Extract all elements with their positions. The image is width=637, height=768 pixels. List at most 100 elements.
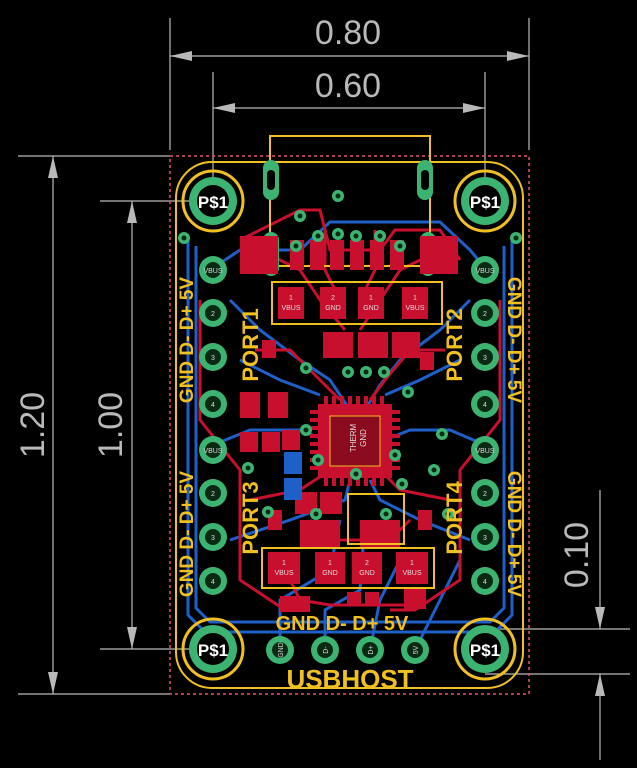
via xyxy=(310,508,322,520)
header-pad: VBUS xyxy=(471,256,499,284)
bot-conn-net-3: GND xyxy=(359,570,375,577)
header-pad: 3 xyxy=(471,343,499,371)
top-conn-net-4: VBUS xyxy=(405,305,424,312)
header-pad: 2 xyxy=(199,299,227,327)
header-pad: 5V xyxy=(401,636,429,664)
chip-gnd-label: GND xyxy=(359,429,368,447)
pad-label: 5V xyxy=(413,645,420,654)
via xyxy=(380,508,392,520)
via xyxy=(374,230,386,242)
silk-outline xyxy=(175,161,524,689)
copper-pads-smd xyxy=(240,236,458,612)
via xyxy=(394,240,406,252)
silk-left-upper: GND D- D+ 5V xyxy=(177,277,198,403)
pad-label: VBUS xyxy=(475,448,494,455)
top-conn-net-1: VBUS xyxy=(281,305,300,312)
top-conn-net-3: GND xyxy=(363,305,379,312)
top-conn-num-3: 1 xyxy=(369,295,373,302)
bot-conn-net-2: GND xyxy=(322,570,338,577)
pad-label: 2 xyxy=(211,311,215,318)
via xyxy=(332,190,344,202)
via xyxy=(294,210,306,222)
silk-port3: PORT3 xyxy=(238,481,263,554)
via xyxy=(350,468,362,480)
via xyxy=(350,230,362,242)
dim-edge-offset: 0.10 xyxy=(558,522,596,588)
dim-height-outer: 1.20 xyxy=(14,392,52,458)
mount-hole-bottom-left: P$1 xyxy=(181,617,245,681)
bot-conn-net-4: VBUS xyxy=(402,570,421,577)
pad-label: 4 xyxy=(483,579,487,586)
bot-conn-num-3: 2 xyxy=(365,560,369,567)
via xyxy=(378,366,390,378)
via xyxy=(242,462,254,474)
top-conn-num-2: 2 xyxy=(331,295,335,302)
dimension-lines xyxy=(18,18,630,760)
header-pad: 4 xyxy=(199,390,227,418)
pad-label: 3 xyxy=(483,535,487,542)
via xyxy=(290,240,302,252)
via xyxy=(262,506,274,518)
mount-hole-label: P$1 xyxy=(198,193,228,212)
via xyxy=(360,366,372,378)
mount-hole-top-right: P$1 xyxy=(453,169,517,233)
header-pad: 3 xyxy=(199,343,227,371)
via xyxy=(312,230,324,242)
top-connector xyxy=(271,281,443,325)
pad-label: 2 xyxy=(211,491,215,498)
top-conn-num-1: 1 xyxy=(289,295,293,302)
header-pad: 4 xyxy=(471,567,499,595)
bottom-pad xyxy=(284,478,302,500)
pad-label: 4 xyxy=(483,402,487,409)
via xyxy=(442,508,454,520)
pad-label: 3 xyxy=(211,355,215,362)
header-pad: 3 xyxy=(471,523,499,551)
silk-port2: PORT2 xyxy=(442,308,467,381)
silk-right-upper: GND D- D+ 5V xyxy=(503,277,524,403)
silk-bottom-header: GND D- D+ 5V xyxy=(276,613,409,635)
via xyxy=(312,454,324,466)
chip-therm-label: THERM xyxy=(349,423,358,452)
header-pad: VBUS xyxy=(199,256,227,284)
bot-conn-num-1: 1 xyxy=(282,560,286,567)
bot-conn-num-2: 1 xyxy=(328,560,332,567)
bot-conn-net-1: VBUS xyxy=(274,570,293,577)
header-pad: 2 xyxy=(199,479,227,507)
dim-width-inner: 0.60 xyxy=(315,67,381,105)
pad-label: 3 xyxy=(211,535,215,542)
pad-label: VBUS xyxy=(475,268,494,275)
pad-label: GND xyxy=(278,642,285,658)
pad-label: 4 xyxy=(211,402,215,409)
header-pad: 2 xyxy=(471,479,499,507)
mount-hole-bottom-right: P$1 xyxy=(453,617,517,681)
via xyxy=(428,464,440,476)
header-pad: GND xyxy=(266,636,294,664)
via xyxy=(342,366,354,378)
via xyxy=(300,424,312,436)
dim-height-inner: 1.00 xyxy=(92,392,130,458)
pad-label: 3 xyxy=(483,355,487,362)
mount-hole-label: P$1 xyxy=(470,193,500,212)
pad-label: VBUS xyxy=(203,268,222,275)
header-pad: 3 xyxy=(199,523,227,551)
via xyxy=(396,478,408,490)
mount-hole-label: P$1 xyxy=(198,641,228,660)
mount-hole-label: P$1 xyxy=(470,641,500,660)
top-conn-net-2: GND xyxy=(325,305,341,312)
via xyxy=(389,449,401,461)
mount-hole-top-left: P$1 xyxy=(181,169,245,233)
pad-label: 2 xyxy=(483,491,487,498)
pad-label: 2 xyxy=(483,311,487,318)
silk-port1: PORT1 xyxy=(238,308,263,381)
silk-port4: PORT4 xyxy=(442,481,467,555)
via xyxy=(332,228,344,240)
via xyxy=(300,362,312,374)
silk-left-lower: GND D- D+ 5V xyxy=(177,471,198,597)
header-pad: VBUS xyxy=(471,436,499,464)
bottom-pad xyxy=(284,452,302,474)
header-pad: D+ xyxy=(356,636,384,664)
pad-label: VBUS xyxy=(203,448,222,455)
